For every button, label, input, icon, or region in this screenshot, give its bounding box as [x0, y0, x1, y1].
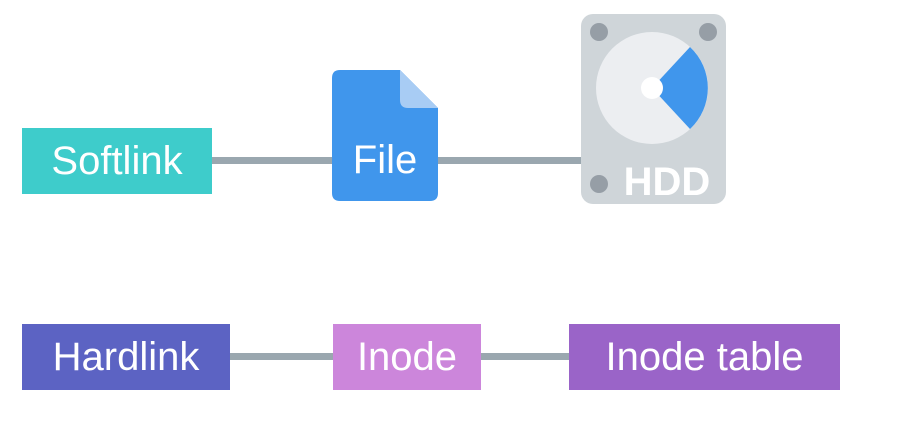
softlink-label: Softlink: [51, 139, 183, 183]
hdd-node: HDD: [581, 14, 726, 204]
file-node: File: [332, 70, 438, 201]
file-hdd-connector: [436, 157, 583, 164]
document-icon: [332, 70, 438, 201]
hdd-sector: [652, 47, 708, 129]
hdd-label: HDD: [623, 160, 711, 204]
hdd-screw-top-left: [590, 23, 608, 41]
softlink-node: Softlink: [22, 128, 212, 194]
inode-table-node: Inode table: [569, 324, 840, 390]
inode-label: Inode: [356, 335, 458, 379]
inode-inode-table-connector: [480, 353, 570, 360]
inode-table-label: Inode table: [605, 335, 804, 379]
inode-node: Inode: [333, 324, 481, 390]
hdd-screw-top-right: [699, 23, 717, 41]
hdd-screw-bottom-left: [590, 175, 608, 193]
hard-disk-icon: [581, 14, 726, 204]
file-label: File: [352, 138, 418, 182]
document-fold: [400, 70, 438, 108]
hardlink-label: Hardlink: [52, 335, 200, 379]
hardlink-node: Hardlink: [22, 324, 230, 390]
hardlink-inode-connector: [230, 353, 334, 360]
softlink-file-connector: [212, 157, 334, 164]
hdd-spindle: [641, 77, 663, 99]
